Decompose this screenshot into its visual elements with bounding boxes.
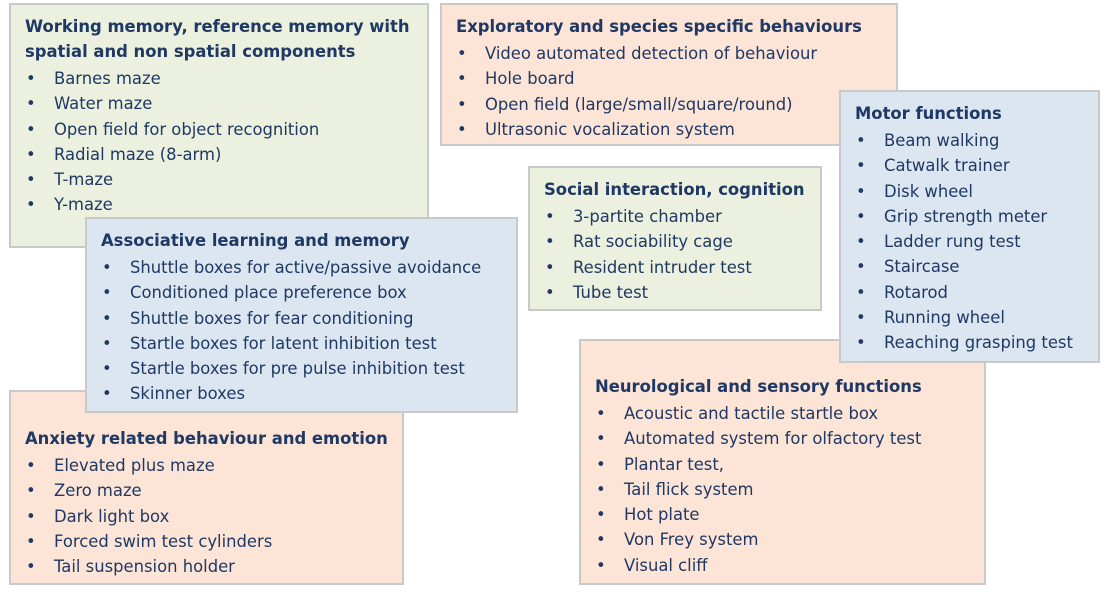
list-item: Automated system for olfactory test <box>595 426 974 452</box>
item-list: Video automated detection of behaviourHo… <box>456 41 886 142</box>
list-item: Startle boxes for pre pulse inhibition t… <box>101 356 506 382</box>
panel-working-memory: Working memory, reference memory with sp… <box>9 3 429 248</box>
panel-motor: Motor functions Beam walkingCatwalk trai… <box>839 90 1100 363</box>
list-item: Rat sociability cage <box>544 229 810 255</box>
list-item: Open field for object recognition <box>25 117 417 143</box>
list-item: Visual cliff <box>595 553 974 579</box>
list-item: Shuttle boxes for active/passive avoidan… <box>101 255 506 281</box>
list-item: Ultrasonic vocalization system <box>456 117 886 143</box>
list-item: Grip strength meter <box>855 204 1088 230</box>
list-item: Beam walking <box>855 128 1088 154</box>
list-item: Catwalk trainer <box>855 153 1088 179</box>
list-item: Skinner boxes <box>101 381 506 407</box>
item-list: Barnes mazeWater mazeOpen field for obje… <box>25 66 417 218</box>
list-item: Ladder rung test <box>855 229 1088 255</box>
list-item: Staircase <box>855 254 1088 280</box>
panel-title: Neurological and sensory functions <box>595 377 922 396</box>
item-list: Acoustic and tactile startle boxAutomate… <box>595 401 974 578</box>
list-item: Conditioned place preference box <box>101 280 506 306</box>
list-item: Open field (large/small/square/round) <box>456 92 886 118</box>
panel-exploratory: Exploratory and species specific behavio… <box>440 3 898 146</box>
panel-title: Motor functions <box>855 104 1002 123</box>
list-item: 3-partite chamber <box>544 204 810 230</box>
panel-title: Working memory, reference memory with sp… <box>25 17 410 61</box>
list-item: Elevated plus maze <box>25 453 392 479</box>
list-item: Forced swim test cylinders <box>25 529 392 555</box>
list-item: Startle boxes for latent inhibition test <box>101 331 506 357</box>
list-item: Plantar test, <box>595 452 974 478</box>
list-item: Video automated detection of behaviour <box>456 41 886 67</box>
item-list: Elevated plus mazeZero mazeDark light bo… <box>25 453 392 580</box>
list-item: Radial maze (8-arm) <box>25 142 417 168</box>
list-item: Reaching grasping test <box>855 330 1088 356</box>
list-item: Acoustic and tactile startle box <box>595 401 974 427</box>
list-item: Zero maze <box>25 478 392 504</box>
panel-social: Social interaction, cognition 3-partite … <box>528 166 822 311</box>
panel-title: Anxiety related behaviour and emotion <box>25 429 388 448</box>
list-item: Tube test <box>544 280 810 306</box>
list-item: Shuttle boxes for fear conditioning <box>101 306 506 332</box>
panel-title: Exploratory and species specific behavio… <box>456 17 862 36</box>
panel-anxiety: Anxiety related behaviour and emotion El… <box>9 390 404 585</box>
list-item: Tail suspension holder <box>25 554 392 580</box>
list-item: Y-maze <box>25 192 417 218</box>
list-item: Barnes maze <box>25 66 417 92</box>
item-list: Shuttle boxes for active/passive avoidan… <box>101 255 506 407</box>
list-item: Von Frey system <box>595 527 974 553</box>
panel-title: Associative learning and memory <box>101 231 410 250</box>
item-list: Beam walkingCatwalk trainerDisk wheelGri… <box>855 128 1088 356</box>
list-item: Hole board <box>456 66 886 92</box>
list-item: Disk wheel <box>855 179 1088 205</box>
list-item: Water maze <box>25 91 417 117</box>
list-item: Rotarod <box>855 280 1088 306</box>
list-item: Resident intruder test <box>544 255 810 281</box>
item-list: 3-partite chamberRat sociability cageRes… <box>544 204 810 305</box>
list-item: T-maze <box>25 167 417 193</box>
panel-title: Social interaction, cognition <box>544 180 805 199</box>
panel-neurological: Neurological and sensory functions Acous… <box>579 339 986 585</box>
panel-associative: Associative learning and memory Shuttle … <box>85 217 518 413</box>
list-item: Hot plate <box>595 502 974 528</box>
list-item: Dark light box <box>25 504 392 530</box>
list-item: Running wheel <box>855 305 1088 331</box>
list-item: Tail flick system <box>595 477 974 503</box>
